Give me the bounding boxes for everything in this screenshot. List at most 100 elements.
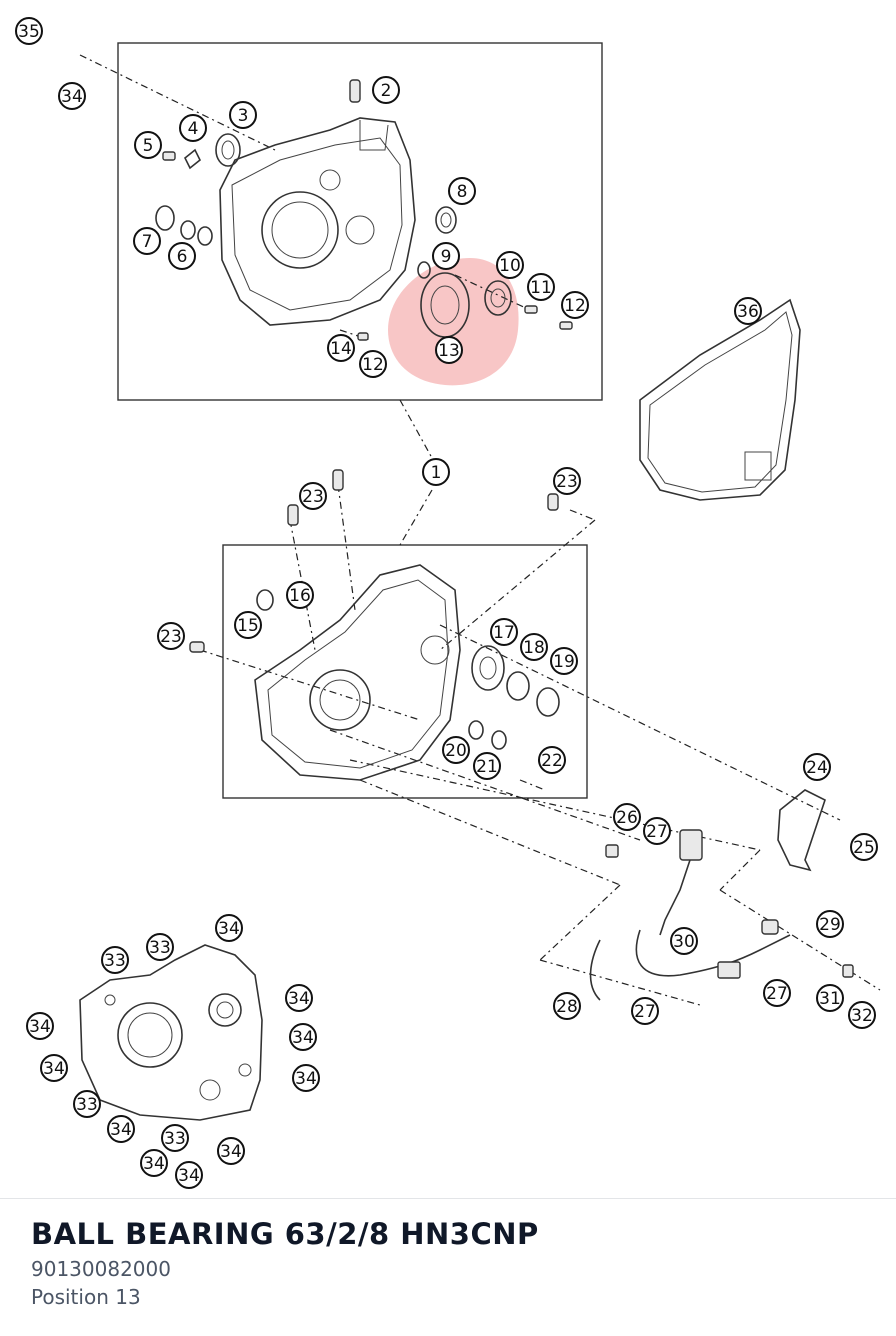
callout-number: 9: [441, 247, 452, 267]
callout-circle: [134, 131, 162, 159]
callout-34[interactable]: 34: [217, 1137, 245, 1165]
callout-31[interactable]: 31: [816, 984, 844, 1012]
callout-2[interactable]: 2: [372, 76, 400, 104]
cover-gasket: [639, 298, 801, 501]
callout-circle: [168, 242, 196, 270]
callout-number: 27: [634, 1002, 656, 1022]
callout-circle: [58, 82, 86, 110]
callout-33[interactable]: 33: [73, 1090, 101, 1118]
callout-number: 32: [851, 1006, 873, 1026]
crankcase-half-lower: [189, 469, 560, 781]
callout-5[interactable]: 5: [134, 131, 162, 159]
callout-29[interactable]: 29: [816, 910, 844, 938]
selected-part-highlight: [388, 258, 519, 386]
callout-14[interactable]: 14: [327, 334, 355, 362]
callout-circle: [327, 334, 355, 362]
callout-4[interactable]: 4: [179, 114, 207, 142]
callout-1[interactable]: 1: [422, 458, 450, 486]
callout-11[interactable]: 11: [527, 273, 555, 301]
callout-34[interactable]: 34: [175, 1161, 203, 1189]
callout-7[interactable]: 7: [133, 227, 161, 255]
callout-number: 35: [18, 22, 40, 42]
lower-detail-frame: [222, 544, 588, 799]
callout-34[interactable]: 34: [58, 82, 86, 110]
callout-25[interactable]: 25: [850, 833, 878, 861]
callout-circle: [101, 946, 129, 974]
callout-23[interactable]: 23: [553, 467, 581, 495]
callout-19[interactable]: 19: [550, 647, 578, 675]
callout-number: 10: [499, 256, 521, 276]
callout-34[interactable]: 34: [26, 1012, 54, 1040]
callout-number: 36: [737, 302, 759, 322]
callout-36[interactable]: 36: [734, 297, 762, 325]
callout-27[interactable]: 27: [763, 979, 791, 1007]
callout-33[interactable]: 33: [161, 1124, 189, 1152]
callout-number: 33: [149, 938, 171, 958]
callout-34[interactable]: 34: [215, 914, 243, 942]
callout-23[interactable]: 23: [157, 622, 185, 650]
callout-10[interactable]: 10: [496, 251, 524, 279]
callout-circle: [422, 458, 450, 486]
callout-number: 27: [766, 984, 788, 1004]
callout-circle: [520, 633, 548, 661]
callout-number: 28: [556, 997, 578, 1017]
callout-number: 34: [292, 1028, 314, 1048]
callout-13[interactable]: 13: [435, 336, 463, 364]
callout-21[interactable]: 21: [473, 752, 501, 780]
callout-35[interactable]: 35: [15, 17, 43, 45]
callout-24[interactable]: 24: [803, 753, 831, 781]
callout-27[interactable]: 27: [631, 997, 659, 1025]
callout-8[interactable]: 8: [448, 177, 476, 205]
callout-circle: [175, 1161, 203, 1189]
callout-circle: [140, 1149, 168, 1177]
callout-circle: [133, 227, 161, 255]
callout-circle: [490, 618, 518, 646]
callout-number: 4: [188, 119, 199, 139]
callout-number: 24: [806, 758, 828, 778]
callout-22[interactable]: 22: [538, 746, 566, 774]
callout-number: 14: [330, 339, 352, 359]
callout-number: 23: [556, 472, 578, 492]
callout-number: 12: [362, 355, 384, 375]
callout-34[interactable]: 34: [107, 1115, 135, 1143]
part-title: BALL BEARING 63/2/8 HN3CNP: [31, 1217, 539, 1251]
callout-28[interactable]: 28: [553, 992, 581, 1020]
callout-circle: [816, 984, 844, 1012]
callout-33[interactable]: 33: [146, 933, 174, 961]
callout-12[interactable]: 12: [359, 350, 387, 378]
callout-34[interactable]: 34: [40, 1054, 68, 1082]
callout-27[interactable]: 27: [643, 817, 671, 845]
callout-32[interactable]: 32: [848, 1001, 876, 1029]
callout-23[interactable]: 23: [299, 482, 327, 510]
callout-15[interactable]: 15: [234, 611, 262, 639]
callout-number: 5: [143, 136, 154, 156]
callout-26[interactable]: 26: [613, 803, 641, 831]
callout-9[interactable]: 9: [432, 242, 460, 270]
callout-3[interactable]: 3: [229, 101, 257, 129]
callout-17[interactable]: 17: [490, 618, 518, 646]
callout-circle: [292, 1064, 320, 1092]
callout-circle: [473, 752, 501, 780]
callout-34[interactable]: 34: [285, 984, 313, 1012]
callout-34[interactable]: 34: [289, 1023, 317, 1051]
callout-number: 2: [381, 81, 392, 101]
callout-20[interactable]: 20: [442, 736, 470, 764]
callout-30[interactable]: 30: [670, 927, 698, 955]
callout-circle: [359, 350, 387, 378]
part-number: 90130082000: [31, 1257, 171, 1281]
leader-lines: [79, 54, 881, 1006]
callout-number: 13: [438, 341, 460, 361]
callout-circle: [734, 297, 762, 325]
callout-18[interactable]: 18: [520, 633, 548, 661]
callout-circle: [161, 1124, 189, 1152]
callout-34[interactable]: 34: [140, 1149, 168, 1177]
callout-12[interactable]: 12: [561, 291, 589, 319]
callout-circle: [848, 1001, 876, 1029]
callout-16[interactable]: 16: [286, 581, 314, 609]
callout-circle: [553, 467, 581, 495]
callout-34[interactable]: 34: [292, 1064, 320, 1092]
callout-circle: [146, 933, 174, 961]
callout-33[interactable]: 33: [101, 946, 129, 974]
callout-circle: [550, 647, 578, 675]
callout-6[interactable]: 6: [168, 242, 196, 270]
